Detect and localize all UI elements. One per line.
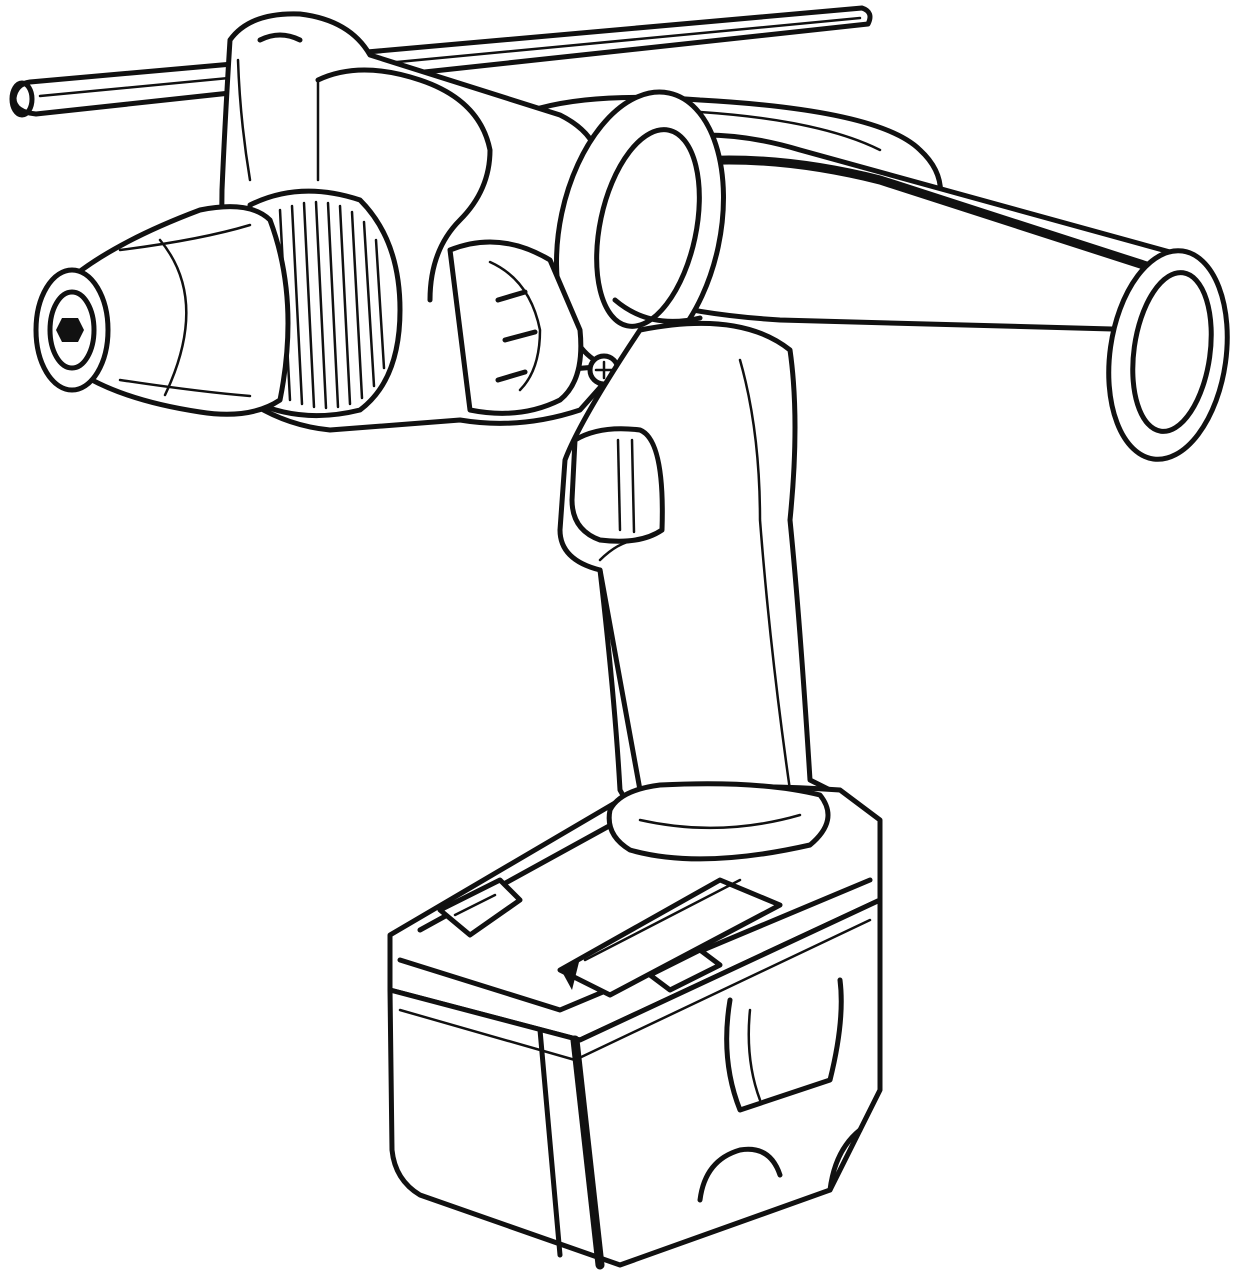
chuck-knurling [278, 200, 386, 410]
pistol-grip [557, 320, 833, 848]
chuck [33, 188, 403, 419]
battery-pack [387, 781, 883, 1270]
side-handle [554, 89, 1230, 462]
